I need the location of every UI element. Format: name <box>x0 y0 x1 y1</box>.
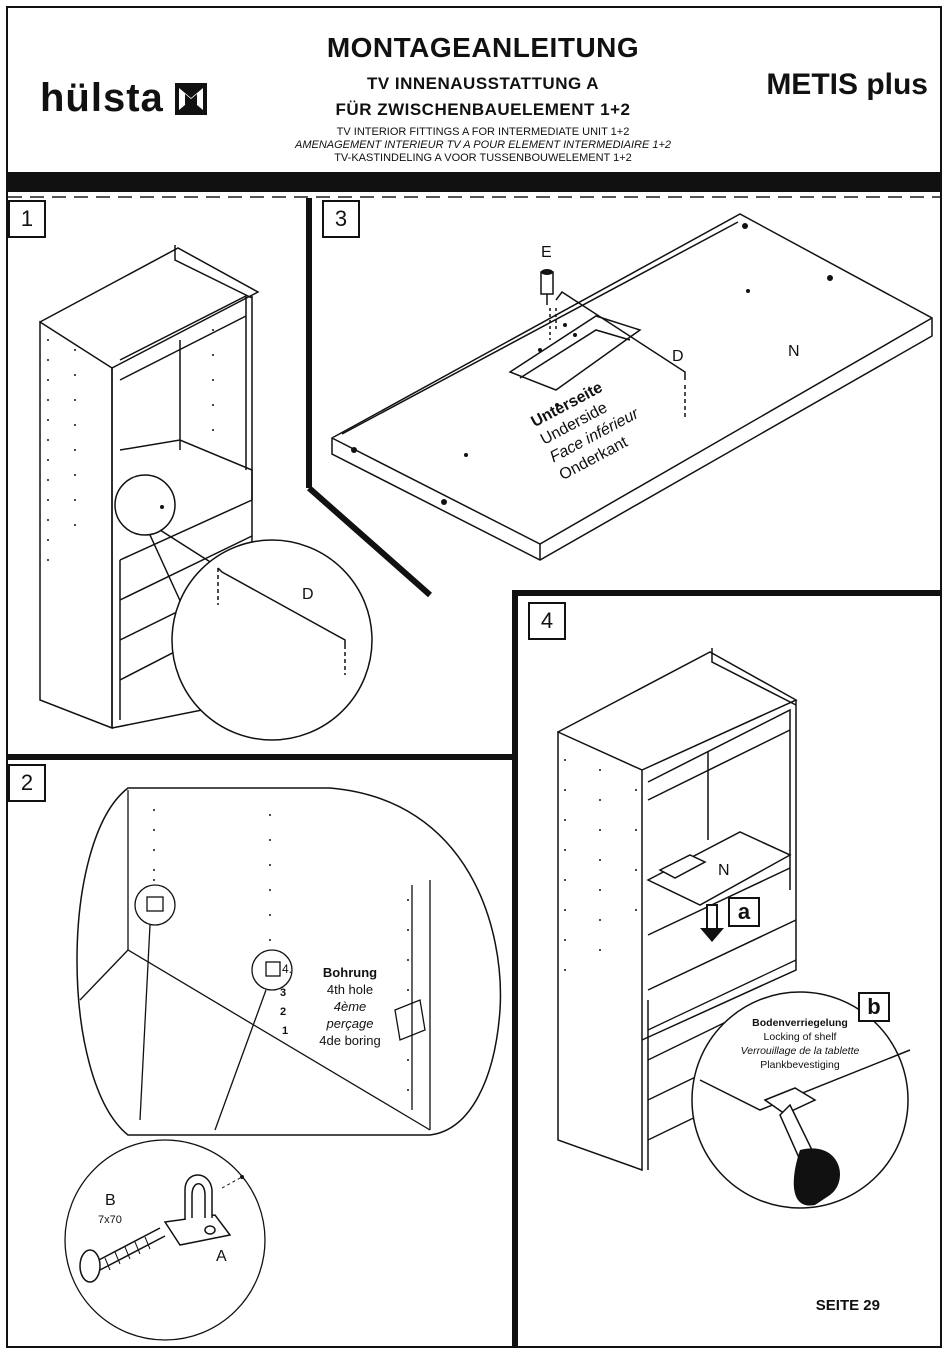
subtitle-fr: AMENAGEMENT INTERIEUR TV A POUR ELEMENT … <box>295 139 671 151</box>
hole-3-number: 3 <box>280 987 287 999</box>
title-block: MONTAGEANLEITUNG TV INNENAUSSTATTUNG A F… <box>248 32 718 165</box>
shelf-lock-fr: Verrouillage de la tablette <box>740 1045 860 1057</box>
part-a-label: A <box>216 1248 227 1265</box>
part-b-label: B <box>105 1192 116 1209</box>
step-number-2: 2 <box>8 764 46 802</box>
divider-v-lower <box>512 596 518 1348</box>
step1-label-d: D <box>302 586 314 603</box>
page-number: SEITE 29 <box>815 1297 880 1314</box>
step4-label-b: b <box>858 992 890 1022</box>
step-number-1: 1 <box>8 200 46 238</box>
hole-note-en: 4th hole <box>326 982 374 997</box>
step-number-4: 4 <box>528 602 566 640</box>
shelf-lock-nl: Plankbevestiging <box>760 1059 840 1071</box>
hole-note-fr: 4ème perçage <box>326 999 374 1031</box>
step3-label-e: E <box>541 244 552 261</box>
divider-v-upper <box>306 198 312 488</box>
step4-label-n: N <box>718 862 730 879</box>
subtitle-nl: TV-KASTINDELING A VOOR TUSSENBOUWELEMENT… <box>334 152 632 164</box>
subtitle-en: TV INTERIOR FITTINGS A FOR INTERMEDIATE … <box>336 126 630 138</box>
hole-note-nl: 4de boring <box>319 1033 381 1048</box>
shelf-lock-en: Locking of shelf <box>763 1031 837 1043</box>
step3-label-d: D <box>672 348 684 365</box>
hole-note: Bohrung 4th hole 4ème perçage 4de boring <box>310 964 390 1049</box>
document-title: MONTAGEANLEITUNG <box>326 32 640 63</box>
document-subtitle-1: TV INNENAUSSTATTUNG A <box>366 74 600 93</box>
hole-1-number: 1 <box>282 1025 289 1037</box>
product-name: METIS plus <box>766 68 928 101</box>
step3-label-n: N <box>788 343 800 360</box>
screwdriver-icon <box>779 1103 840 1206</box>
header-dash-line <box>8 196 940 198</box>
divider-h-right <box>512 590 942 596</box>
shelf-lock-note: Bodenverriegelung Locking of shelf Verro… <box>720 1016 880 1072</box>
header: hülsta MONTAGEANLEITUNG TV INNENAUSSTATT… <box>8 8 940 174</box>
arrow-down-icon <box>700 904 724 942</box>
hole-note-de: Bohrung <box>322 965 378 980</box>
page-frame <box>6 6 942 1348</box>
hole-2-number: 2 <box>280 1006 287 1018</box>
step-number-3: 3 <box>322 200 360 238</box>
header-bar <box>8 172 940 192</box>
brand-name: hülsta <box>40 76 164 120</box>
shelf-lock-de: Bodenverriegelung <box>752 1017 848 1029</box>
hole-4-number: 4. <box>282 962 293 976</box>
part-b-size: 7x70 <box>98 1214 122 1226</box>
hulsta-logo-icon <box>174 82 207 115</box>
step4-label-a: a <box>728 897 760 927</box>
brand-logo: hülsta <box>40 76 208 121</box>
divider-h-left <box>6 754 518 760</box>
document-subtitle-2: FÜR ZWISCHENBAUELEMENT 1+2 <box>335 100 631 119</box>
